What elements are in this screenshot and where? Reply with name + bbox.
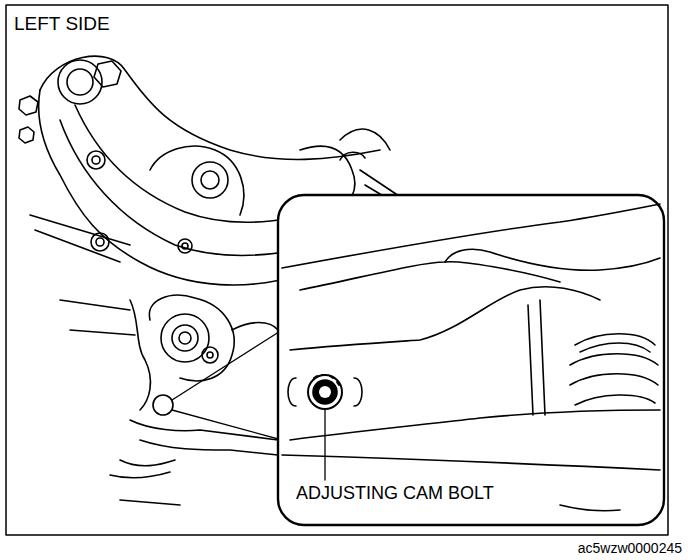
lower-arm xyxy=(60,295,278,505)
inset-leader xyxy=(172,410,282,440)
figure-frame xyxy=(6,5,668,535)
view-label: LEFT SIDE xyxy=(14,14,110,35)
figure-code: ac5wzw0000245 xyxy=(578,541,682,556)
detail-inset xyxy=(278,195,664,525)
leader-line xyxy=(324,410,325,480)
cam-bolt xyxy=(308,375,342,409)
inset-leader xyxy=(172,330,282,400)
part-label: ADJUSTING CAM BOLT xyxy=(296,484,494,504)
